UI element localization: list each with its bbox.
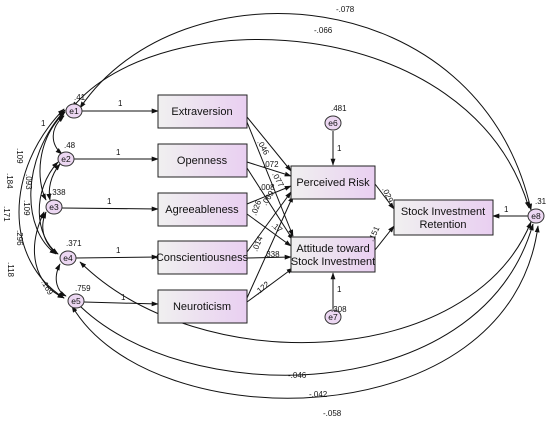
cov-e1-e2 — [52, 115, 65, 155]
cov-label-e3-e5: .118 — [6, 262, 15, 278]
perceived-risk-box — [290, 165, 376, 200]
perceived-risk-label: Perceived Risk — [296, 177, 370, 189]
e4-label: e4 — [63, 253, 73, 263]
coef-neuroticism-risk: .014 — [251, 234, 265, 252]
cov-label-e2-e4: .109 — [22, 200, 31, 216]
e2-node — [57, 151, 75, 167]
neuroticism-box — [157, 289, 248, 324]
retention-label-line1: Stock Investment — [401, 206, 485, 218]
fixed-path-e8: 1 — [504, 205, 509, 214]
attitude-label-line1: Attitude toward — [296, 243, 369, 255]
openness-box — [157, 143, 248, 178]
cov-label-e5-e8-inner: -.042 — [309, 390, 328, 399]
coef-agreeableness-risk: .008 — [259, 183, 275, 192]
cov-label-e1-e3: .109 — [15, 148, 24, 164]
cov-label-e4-e5: .169 — [39, 279, 55, 297]
cov-label-e1-e4: .184 — [5, 173, 14, 189]
path-neuroticism-attitude — [246, 267, 294, 303]
cov-label-e2-e8: -.066 — [314, 26, 333, 35]
coef-neuroticism-attitude: .122 — [254, 279, 272, 296]
fixed-path-e2: 1 — [116, 148, 121, 157]
e1-variance: .41 — [74, 93, 86, 102]
fixed-path-e5: 1 — [121, 293, 126, 302]
openness-label: Openness — [177, 155, 228, 167]
e2-variance: .48 — [64, 141, 76, 150]
agreeableness-label: Agreeableness — [165, 204, 239, 216]
coef-risk-retention: .029 — [380, 186, 395, 204]
fixed-path-e1: 1 — [118, 99, 123, 108]
path-extraversion-risk — [246, 116, 292, 172]
e8-label: e8 — [531, 211, 541, 221]
fixed-path-e7: 1 — [337, 285, 342, 294]
cov-label-e1-e8: -.078 — [336, 5, 355, 14]
path-e4-conscientiousness — [75, 254, 159, 260]
e7-label: e7 — [328, 312, 338, 322]
e3-node — [45, 199, 63, 215]
neuroticism-label: Neuroticism — [173, 301, 231, 313]
path-agreeableness-attitude — [246, 213, 292, 247]
e2-label: e2 — [61, 154, 71, 164]
e3-label: e3 — [49, 202, 59, 212]
cov-label-e3-e4: .296 — [15, 230, 24, 246]
path-extraversion-attitude — [246, 121, 294, 237]
e5-label: e5 — [71, 296, 81, 306]
path-agreeableness-risk — [246, 185, 292, 205]
extraversion-box — [157, 94, 248, 129]
e3-variance: .338 — [50, 188, 66, 197]
path-openness-risk — [246, 161, 292, 177]
e6-variance: .481 — [331, 104, 347, 113]
coef-openness-risk: .072 — [263, 160, 279, 169]
path-e5-neuroticism — [83, 301, 159, 307]
retention-box — [393, 199, 494, 236]
cov-label-e1-e5: .171 — [2, 206, 11, 222]
cov-e3-e4 — [41, 211, 59, 255]
cov-e2-e8 — [71, 39, 530, 209]
e5-node — [67, 293, 85, 309]
cov-e5-e8-outer — [71, 225, 540, 399]
e6-node — [324, 115, 342, 131]
cov-label-e2-e3: .093 — [24, 174, 33, 190]
conscientiousness-box — [157, 240, 248, 275]
path-risk-retention — [374, 183, 395, 210]
path-conscientiousness-attitude — [246, 254, 292, 260]
extraversion-label: Extraversion — [171, 106, 232, 118]
e8-node — [527, 208, 545, 224]
path-e3-agreeableness — [61, 206, 159, 212]
e6-label: e6 — [328, 118, 338, 128]
path-attitude-retention — [374, 225, 395, 251]
cov-label-e1-e2: 1 — [41, 119, 46, 128]
path-neuroticism-risk — [246, 195, 294, 299]
fixed-path-e4: 1 — [116, 246, 121, 255]
coef-conscientiousness-attitude: .338 — [264, 250, 280, 259]
e4-variance: .371 — [66, 239, 82, 248]
e7-node — [324, 309, 342, 325]
conscientiousness-label: Conscientiousness — [156, 252, 249, 264]
e7-variance: .308 — [331, 305, 347, 314]
attitude-box — [290, 236, 376, 273]
e4-node — [59, 250, 77, 266]
cov-label-e4-e8: -.046 — [288, 371, 307, 380]
path-openness-attitude — [246, 167, 294, 241]
e5-variance: .759 — [75, 284, 91, 293]
fixed-path-e3: 1 — [107, 197, 112, 206]
e1-node — [65, 103, 83, 119]
cov-e1-e4 — [30, 109, 66, 255]
agreeableness-box — [157, 192, 248, 227]
fixed-path-e6: 1 — [337, 144, 342, 153]
coef-attitude-retention: .151 — [367, 224, 382, 242]
cov-e4-e5 — [54, 263, 67, 297]
e1-label: e1 — [69, 106, 79, 116]
retention-label-line2: Retention — [419, 219, 466, 231]
attitude-label-line2: Stock Investment — [291, 256, 375, 268]
path-conscientiousness-risk — [246, 191, 292, 253]
cov-label-e5-e8-outer: -.058 — [323, 409, 342, 418]
e8-variance: .31 — [535, 197, 547, 206]
